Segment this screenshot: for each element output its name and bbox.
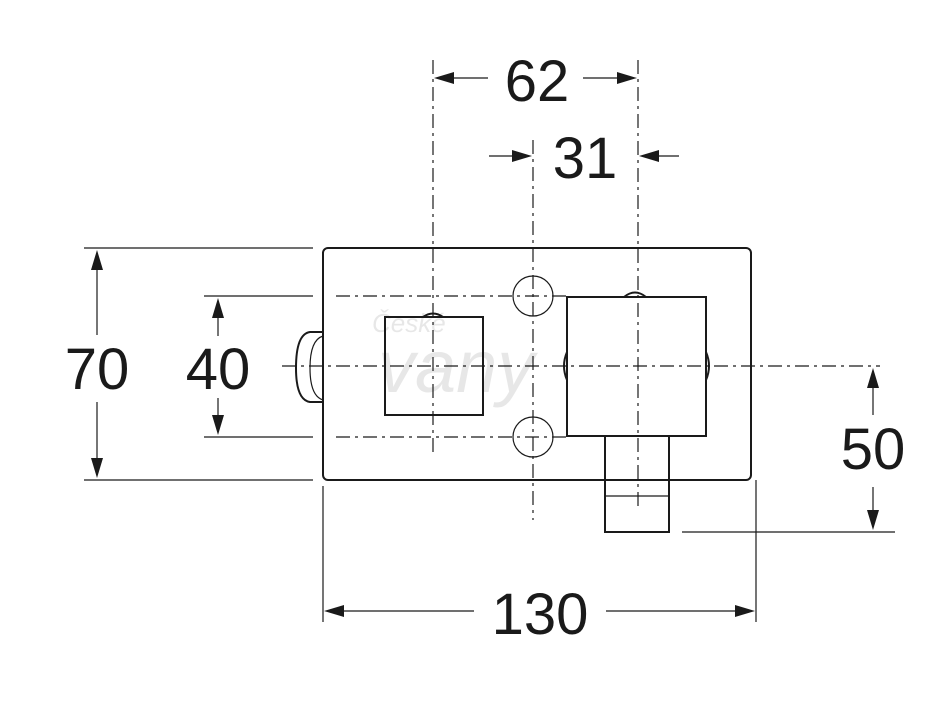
watermark: České vany [372,308,538,408]
dimension-label-31: 31 [553,126,618,191]
dimension-total-width: 130 [324,582,755,647]
dimension-label-62: 62 [505,49,570,114]
dimension-square-height: 40 [186,298,251,435]
outlet-stub [604,435,670,533]
center-lines [282,60,880,520]
dimension-label-130: 130 [492,582,589,647]
dimension-spacing-31: 31 [489,126,679,191]
side-knob [294,331,324,403]
mixer-square [563,291,710,437]
dimension-outlet-offset: 50 [841,368,906,530]
dimension-label-50: 50 [841,417,906,482]
body-plate [322,247,752,481]
dimension-total-height: 70 [65,250,130,478]
extension-lines [84,247,895,622]
dimension-label-40: 40 [186,337,251,402]
dimension-label-70: 70 [65,337,130,402]
dimension-spacing-62: 62 [434,49,637,114]
